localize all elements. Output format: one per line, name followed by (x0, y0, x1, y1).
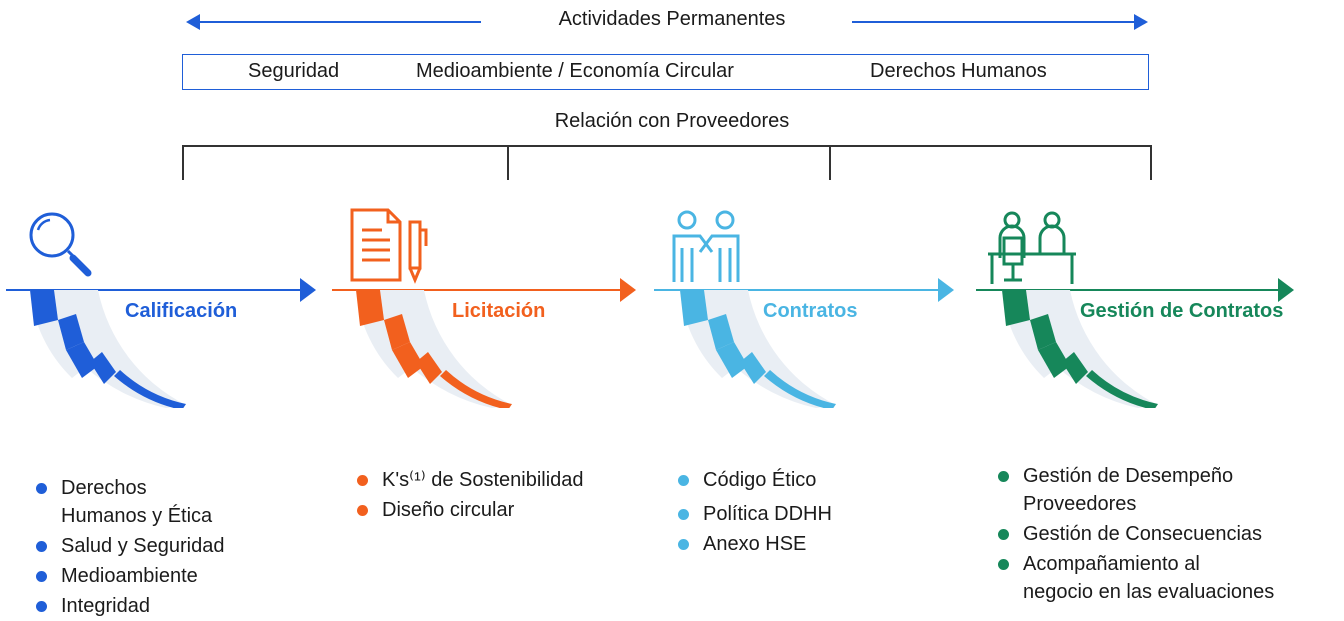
list-item: Diseño circular (357, 495, 584, 525)
meeting-desk-icon (988, 211, 1076, 284)
right-arrow-line (852, 21, 1137, 23)
handshake-people-icon (672, 210, 740, 282)
stage-label: Contratos (763, 300, 858, 322)
arrow-right-icon (1134, 14, 1148, 30)
pillars-box (182, 54, 1149, 90)
list-item: Código Ético (678, 465, 832, 495)
list-item: Gestión de Consecuencias (998, 519, 1274, 549)
stage-arrow (332, 278, 636, 408)
stage-items-gestion-contratos: Gestión de Desempeño Proveedores Gestión… (998, 461, 1274, 607)
supplier-relation-title: Relación con Proveedores (554, 110, 790, 132)
list-item-continuation: Humanos y Ética (61, 505, 213, 527)
list-item: Acompañamiento al (998, 549, 1274, 579)
stage-arrow (976, 278, 1294, 408)
list-item: Anexo HSE (678, 529, 832, 559)
stage-items-licitacion: K's⁽¹⁾ de Sostenibilidad Diseño circular (357, 465, 584, 525)
bracket-tick (829, 145, 831, 180)
stage-calificacion: Calificación (0, 200, 330, 430)
bracket-line (182, 145, 1151, 147)
list-item: Política DDHH (678, 499, 832, 529)
permanent-activities-title: Actividades Permanentes (558, 8, 786, 30)
stage-gestion-contratos: Gestión de Contratos (972, 200, 1344, 430)
pillar-derechos-humanos: Derechos Humanos (870, 60, 1047, 82)
bracket-tick (182, 145, 184, 180)
document-pen-icon (350, 208, 428, 284)
stage-items-contratos: Código Ético Política DDHH Anexo HSE (678, 465, 832, 559)
stage-arrow (6, 278, 316, 408)
list-item: Derechos (36, 473, 224, 503)
stage-licitacion: Licitación (326, 200, 656, 430)
list-item-continuation: Proveedores (1023, 493, 1137, 515)
arrow-left-icon (186, 14, 200, 30)
list-item: Gestión de Desempeño (998, 461, 1274, 491)
list-item: Integridad (36, 591, 224, 621)
stage-label: Licitación (452, 300, 546, 322)
list-item: Medioambiente (36, 561, 224, 591)
pillar-seguridad: Seguridad (248, 60, 340, 82)
permanent-activities-header: Actividades Permanentes (0, 0, 1344, 45)
stage-label: Calificación (125, 300, 238, 322)
magnifying-glass-icon (29, 212, 92, 277)
stage-items-calificacion: Derechos Humanos y Ética Salud y Segurid… (36, 473, 224, 621)
left-arrow-line (196, 21, 481, 23)
list-item: K's⁽¹⁾ de Sostenibilidad (357, 465, 584, 495)
stage-label: Gestión de Contratos (1080, 300, 1284, 322)
list-item: Salud y Seguridad (36, 531, 224, 561)
stage-arrow (654, 278, 954, 408)
stage-contratos: Contratos (650, 200, 980, 430)
bracket-tick (1150, 145, 1152, 180)
pillar-medioambiente: Medioambiente / Economía Circular (416, 60, 734, 82)
bracket-tick (507, 145, 509, 180)
list-item-continuation: negocio en las evaluaciones (1023, 581, 1275, 603)
